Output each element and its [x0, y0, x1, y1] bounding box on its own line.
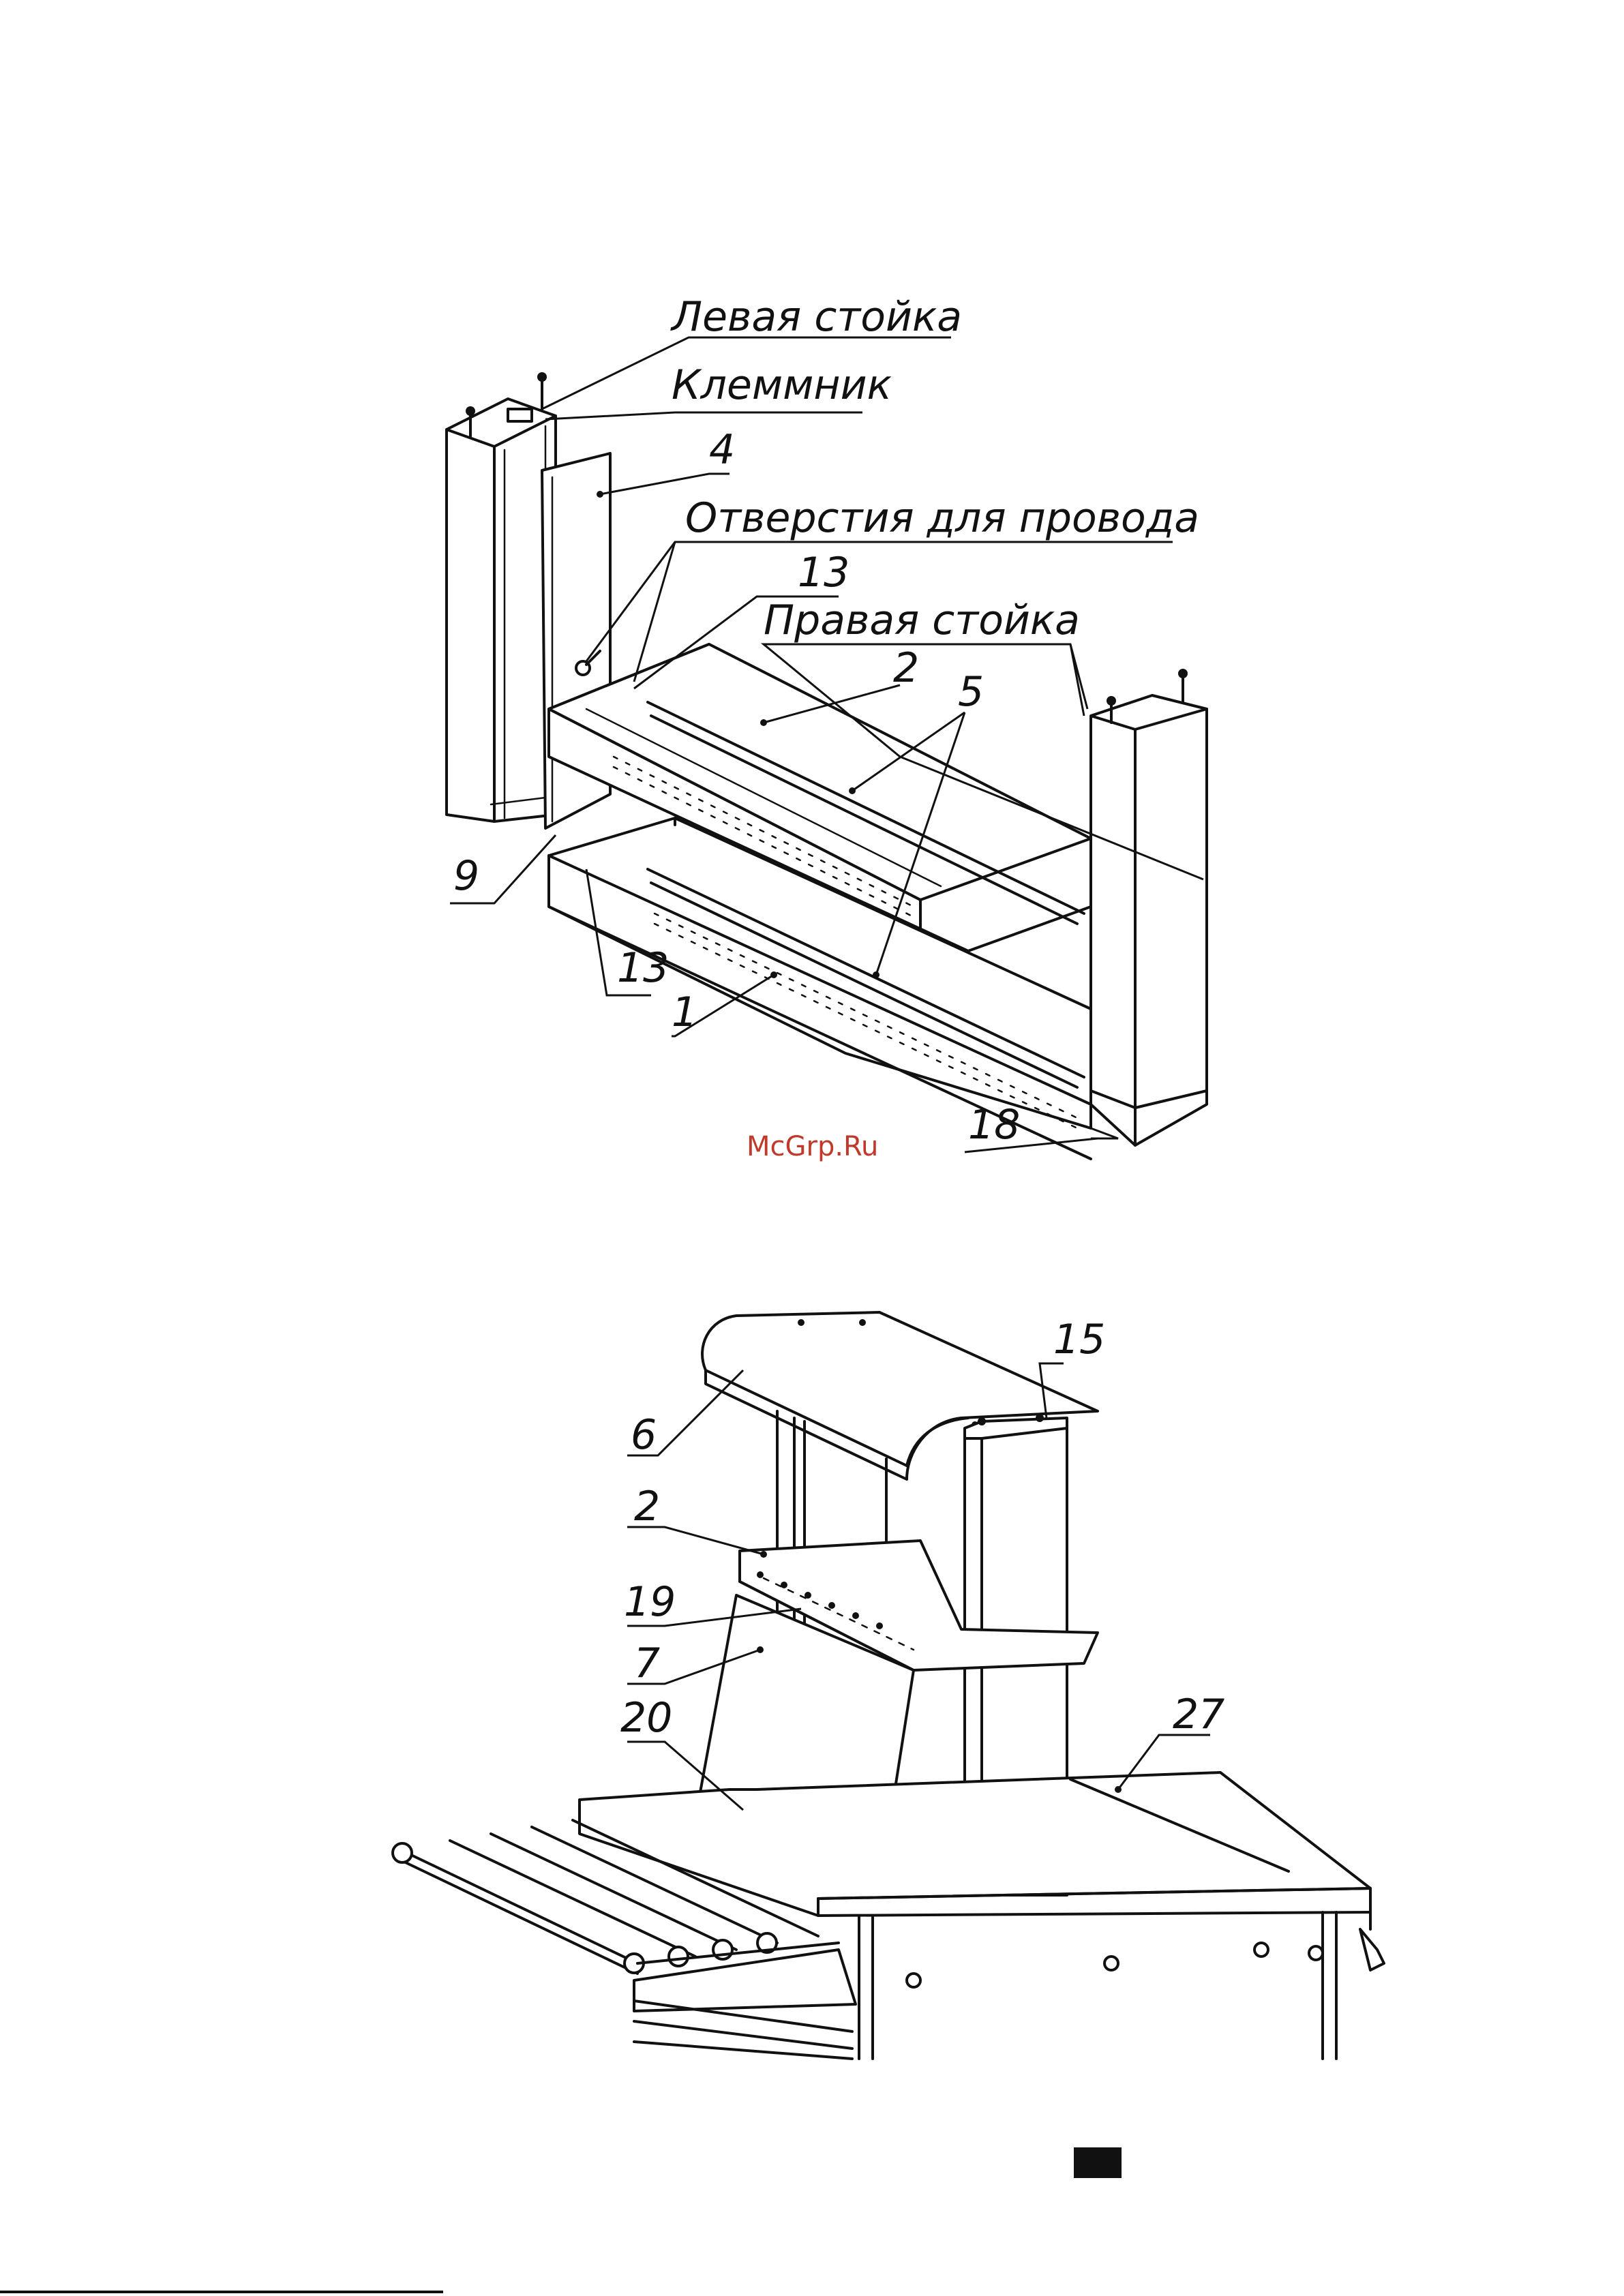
label-part-19: 19 — [624, 1578, 676, 1626]
label-part-2-bottom: 2 — [634, 1483, 660, 1530]
left-post — [447, 372, 556, 821]
label-part-6: 6 — [631, 1411, 657, 1459]
label-terminal-block: Клеммник — [672, 361, 892, 409]
top-figure: Левая стойка Клеммник 4 Отверстия для пр… — [447, 293, 1207, 1159]
label-part-20: 20 — [620, 1694, 672, 1742]
label-right-post: Правая стойка — [764, 596, 1080, 644]
label-left-post: Левая стойка — [670, 293, 962, 341]
label-part-5: 5 — [958, 668, 984, 716]
label-part-13-bottom: 13 — [617, 944, 669, 992]
label-part-9: 9 — [453, 852, 479, 900]
bottom-figure: 15 6 2 19 7 20 27 — [393, 1312, 1384, 2059]
lower-cabinet — [859, 1912, 1384, 2059]
label-part-13-top: 13 — [798, 549, 849, 596]
label-part-15: 15 — [1053, 1316, 1105, 1363]
page-number-box — [1074, 2147, 1122, 2178]
watermark: McGrp.Ru — [747, 1131, 878, 1162]
label-part-27: 27 — [1173, 1691, 1224, 1738]
label-part-2-top: 2 — [893, 644, 919, 692]
label-part-18: 18 — [968, 1101, 1020, 1149]
label-part-1: 1 — [672, 988, 697, 1036]
label-part-7: 7 — [634, 1640, 660, 1687]
right-post — [1091, 669, 1207, 1145]
label-part-4: 4 — [709, 426, 735, 474]
label-wire-holes: Отверстия для провода — [685, 494, 1199, 542]
